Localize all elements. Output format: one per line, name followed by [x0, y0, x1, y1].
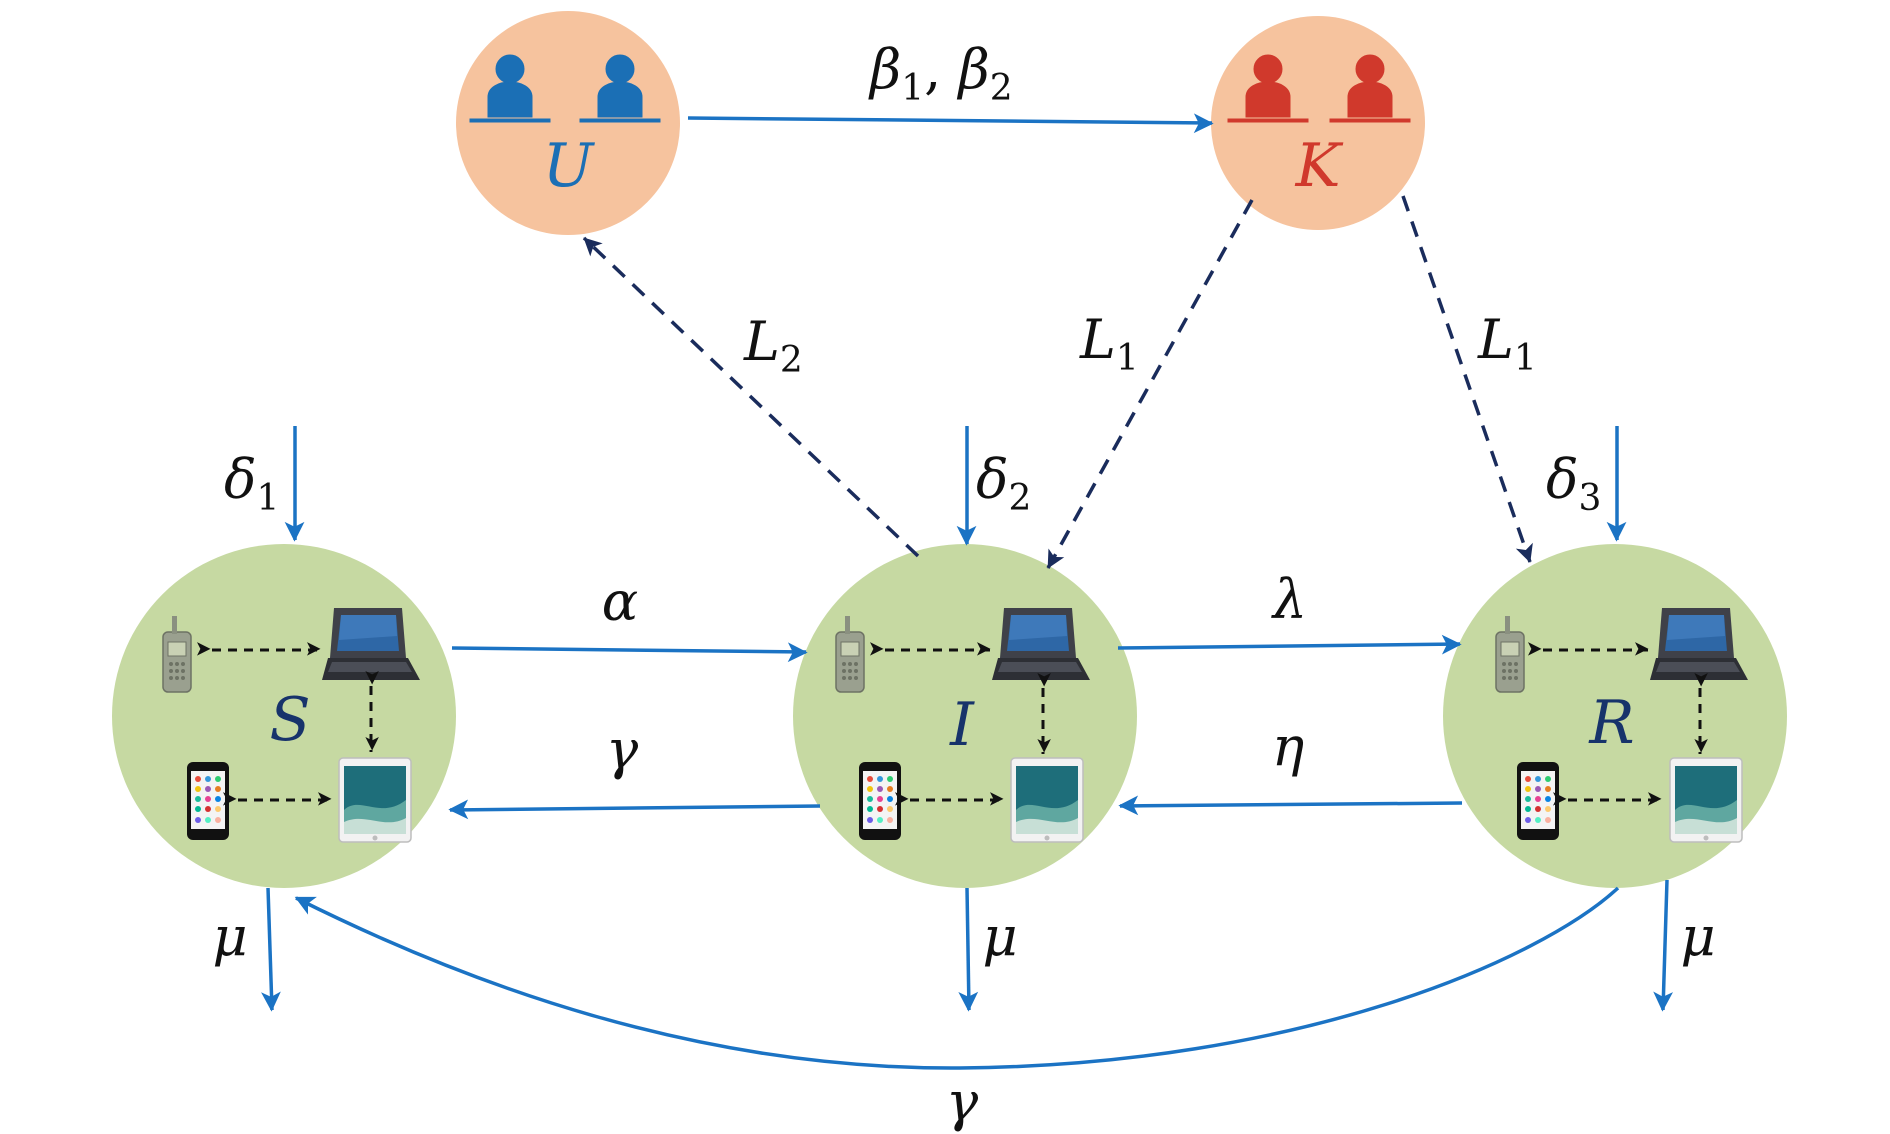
label-i-to-s: γ	[606, 718, 639, 781]
label-in-r: δ3	[1546, 448, 1601, 519]
label-k-to-i: L1	[1079, 308, 1139, 379]
edge-r-to-i	[1118, 795, 1463, 816]
node-infected-label: I	[949, 690, 975, 760]
tablet-icon	[1010, 757, 1084, 843]
edge-i-to-u	[582, 236, 920, 558]
node-unaware-circle	[456, 11, 680, 235]
label-in-s: δ1	[224, 448, 279, 519]
node-infected: I	[793, 544, 1137, 888]
label-k-to-r: L1	[1477, 308, 1537, 379]
label-s-to-i: α	[602, 570, 638, 633]
smartphone-icon	[1517, 762, 1559, 840]
node-susceptible-label: S	[269, 685, 310, 755]
node-unaware: U	[456, 11, 680, 235]
edge-out-r	[1653, 879, 1674, 1012]
label-out-i: μ	[982, 905, 1017, 968]
edge-k-to-i	[1046, 199, 1254, 569]
label-out-s: μ	[212, 905, 247, 968]
smartphone-icon	[859, 762, 901, 840]
node-unaware-label: U	[543, 131, 596, 201]
label-i-to-u: L2	[743, 310, 803, 381]
edge-u-to-k	[687, 113, 1214, 134]
edge-i-to-s	[448, 799, 821, 820]
node-knowledgeable-label: K	[1295, 131, 1344, 201]
label-out-r: μ	[1680, 905, 1715, 968]
smartphone-icon	[187, 762, 229, 840]
edge-out-s	[261, 887, 281, 1012]
edge-out-i	[958, 887, 979, 1012]
node-susceptible: S	[112, 544, 456, 888]
label-r-to-s: γ	[946, 1070, 979, 1133]
label-i-to-r: λ	[1271, 568, 1307, 631]
tablet-icon	[1669, 757, 1743, 843]
label-u-to-k: β1, β2	[868, 38, 1013, 109]
tablet-icon	[338, 757, 412, 843]
node-recovered-label: R	[1588, 688, 1634, 758]
label-in-i: δ2	[976, 448, 1031, 519]
edge-r-to-s	[294, 886, 1620, 1070]
node-recovered: R	[1443, 544, 1787, 888]
edge-k-to-r	[1401, 195, 1533, 563]
node-knowledgeable: K	[1211, 16, 1425, 230]
label-r-to-i: η	[1272, 715, 1304, 778]
edge-s-to-i	[451, 642, 808, 663]
edge-i-to-r	[1117, 634, 1462, 655]
